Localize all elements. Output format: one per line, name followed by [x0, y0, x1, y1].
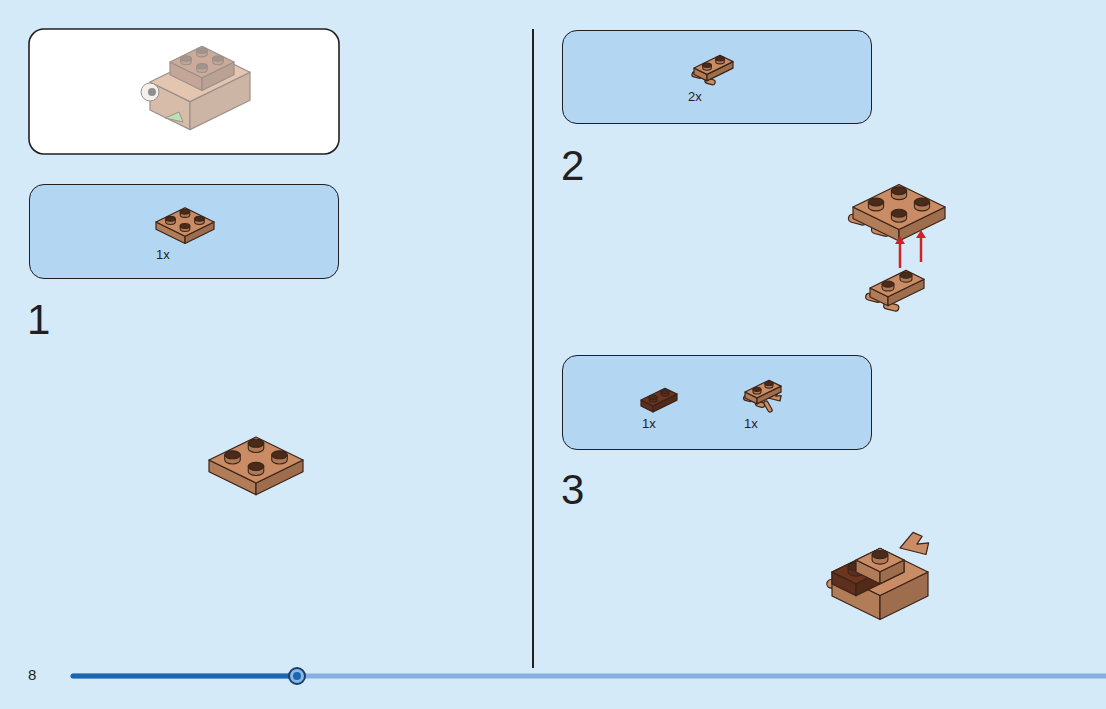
stud-top: [248, 462, 264, 470]
brick-face: [856, 548, 904, 572]
stud-top: [716, 57, 725, 61]
stud-top: [891, 209, 906, 217]
stud-top: [197, 64, 208, 69]
stud-top: [872, 551, 888, 559]
part-quantity: 1x: [744, 417, 758, 430]
stud-top: [195, 216, 205, 221]
clip-bar: [758, 404, 762, 405]
stud-top: [166, 216, 176, 221]
clip-bar-outline: [766, 403, 770, 410]
brick-face: [832, 548, 904, 583]
step1-plate: [209, 437, 303, 495]
parts-callout-box: 1x: [29, 184, 339, 279]
part-dark-plate: [641, 388, 677, 412]
part-quantity: 1x: [642, 417, 656, 430]
clip-bar-outline: [758, 404, 762, 405]
brick-face: [870, 270, 924, 296]
stud-top: [248, 439, 264, 447]
clip-bar: [766, 403, 770, 410]
stud-top: [661, 389, 669, 393]
stud-top: [891, 187, 906, 195]
brick-face: [170, 46, 234, 77]
eye: [141, 83, 159, 101]
stud-top: [703, 63, 712, 67]
clip-bar-outline: [708, 81, 713, 82]
brick-face: [641, 388, 677, 406]
stud-top: [213, 56, 224, 61]
step3-assembly: [831, 532, 929, 619]
step-number: 3: [561, 469, 584, 511]
progress-marker: [289, 668, 305, 684]
step2-assembly: [853, 184, 946, 307]
assembly-arrow: [920, 236, 923, 262]
assembly-arrowhead: [916, 230, 926, 238]
stud-top: [882, 281, 894, 287]
stud-top: [225, 451, 241, 459]
parts-callout-box: 2x: [562, 30, 872, 124]
step-number: 1: [27, 299, 50, 341]
part-quantity: 1x: [156, 248, 170, 261]
leaf: [165, 112, 183, 122]
stud-top: [180, 223, 190, 228]
assembly-arrow: [899, 242, 902, 268]
stud-top: [765, 381, 773, 385]
stud-top: [649, 395, 657, 399]
parts-panel-fill: [562, 355, 872, 450]
brick-face: [209, 437, 303, 483]
stud-top: [900, 272, 912, 278]
brick-face: [832, 548, 928, 595]
progress-fill: [73, 674, 297, 679]
progress-track: [73, 674, 1106, 679]
part-quantity: 2x: [688, 90, 702, 103]
clip: [900, 532, 929, 554]
brick-face: [694, 55, 733, 74]
stud-top: [272, 451, 288, 459]
model-preview: [141, 46, 250, 129]
stud-top: [181, 56, 192, 61]
clip-bar: [708, 81, 713, 82]
parts-panel-fill: [29, 184, 339, 279]
brick-face: [745, 380, 781, 398]
page-number: 8: [28, 667, 36, 682]
brick-face: [853, 184, 945, 229]
stud-top: [180, 209, 190, 214]
stud-top: [197, 48, 208, 53]
assembly-arrowhead: [895, 236, 905, 244]
part-plate-2x2: [156, 208, 214, 244]
stud-top: [872, 551, 888, 559]
progress-marker-dot: [293, 672, 301, 680]
stud-top: [914, 198, 929, 206]
preview-panel: [29, 29, 339, 154]
part-clip-plate-2: [745, 380, 781, 410]
step-number: 2: [561, 145, 584, 187]
brick-face: [156, 208, 214, 236]
stud-top: [753, 387, 761, 391]
parts-panel-fill: [562, 30, 872, 124]
part-clip-plate: [694, 55, 733, 82]
divider-line: [532, 29, 534, 668]
pupil: [148, 88, 156, 96]
parts-callout-box: 1x 1x: [562, 355, 872, 450]
stud-top: [868, 198, 883, 206]
